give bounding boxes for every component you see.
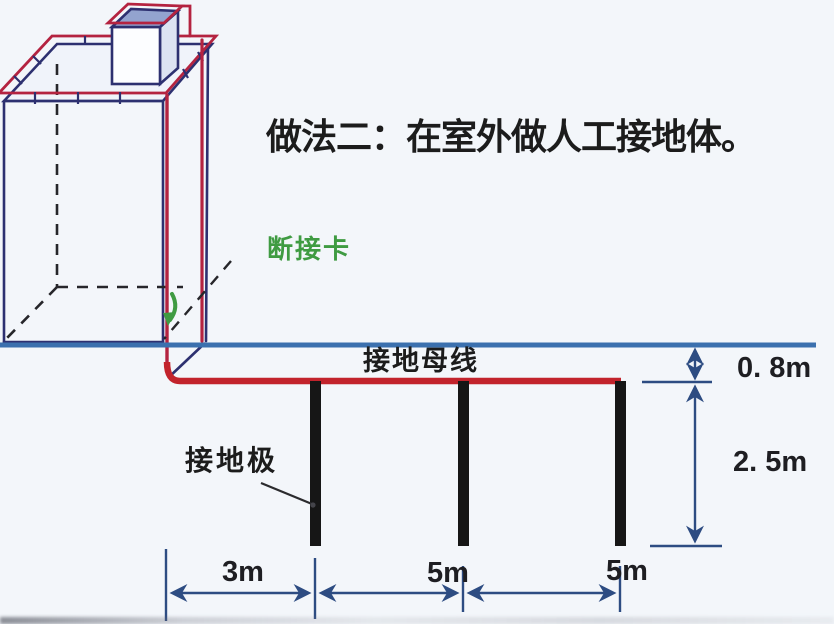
- dimension-spacing-chain: [164, 549, 622, 621]
- electrode-leader-line: [260, 481, 316, 508]
- electrode-rod-2: [458, 381, 469, 546]
- dimension-label-0-8m: 0. 8m: [737, 352, 812, 384]
- dimension-label-2-5m: 2. 5m: [733, 446, 808, 478]
- underground-diagonal: [167, 342, 206, 379]
- down-conductor: [165, 38, 204, 372]
- dimension-label-3m: 3m: [222, 556, 264, 588]
- disconnect-card-leader-line: [163, 260, 232, 340]
- building-wireframe: [1, 42, 215, 344]
- grounding-electrodes: [310, 381, 626, 546]
- dimension-label-5m-second: 5m: [606, 555, 648, 587]
- roof-lightning-belt: [0, 34, 220, 95]
- diagram-title: 做法二：在室外做人工接地体。: [266, 116, 757, 157]
- grounding-electrode-label: 接地极: [185, 445, 279, 476]
- green-down-arrow: [163, 292, 178, 326]
- dimension-2-5m: [650, 384, 722, 548]
- building-hidden-edges: [5, 64, 183, 340]
- disconnect-card-label: 断接卡: [267, 234, 352, 264]
- bottom-edge-artifact: [0, 617, 834, 624]
- rooftop-box-belt: [104, 2, 192, 38]
- dimension-0-8m: [642, 347, 712, 384]
- grounding-bus-label: 接地母线: [363, 346, 479, 376]
- electrode-rod-3: [615, 381, 626, 546]
- dimension-label-5m-first: 5m: [427, 557, 469, 589]
- grounding-bus-line: [163, 361, 621, 385]
- electrode-rod-1: [310, 381, 321, 546]
